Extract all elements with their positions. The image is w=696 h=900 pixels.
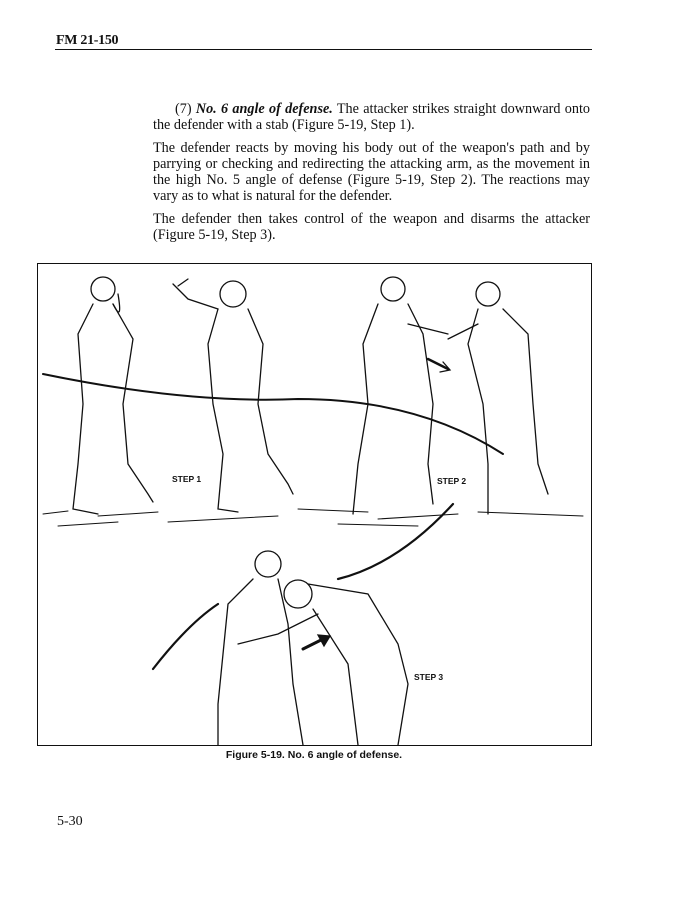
figure-5-19: STEP 1 STEP 2 STEP 3	[37, 263, 592, 746]
paragraph-2: The defender reacts by moving his body o…	[153, 140, 590, 204]
step-1-label: STEP 1	[172, 474, 202, 484]
arrow-step3	[301, 637, 325, 651]
arrow-step2	[426, 357, 450, 371]
motion-arc-step1-2	[42, 373, 504, 455]
step2-figures	[352, 276, 549, 515]
header-rule	[55, 49, 592, 50]
step-2-label: STEP 2	[437, 476, 467, 486]
para-text: The attacker strikes straight downward o…	[153, 101, 590, 133]
running-header: FM 21-150	[56, 33, 119, 48]
paragraph-3: The defender then takes control of the w…	[153, 211, 590, 243]
motion-arc-step2-3	[336, 502, 455, 581]
body-text: (7) No. 6 angle of defense. The attacker…	[153, 101, 590, 250]
paragraph-1: (7) No. 6 angle of defense. The attacker…	[153, 101, 590, 133]
step-3-label: STEP 3	[414, 672, 444, 682]
step3-figures	[217, 550, 409, 745]
motion-arc-step3	[151, 602, 220, 671]
figure-caption: Figure 5-19. No. 6 angle of defense.	[225, 749, 403, 761]
ground-lines	[42, 508, 584, 527]
page-number: 5-30	[57, 814, 83, 829]
para-title: No. 6 angle of defense.	[195, 101, 333, 117]
step1-figures	[72, 276, 294, 515]
arrow-step3-head	[316, 634, 332, 648]
para-number: (7)	[175, 101, 196, 117]
arrow-step2-head	[439, 361, 452, 373]
figure-illustration	[42, 276, 584, 745]
